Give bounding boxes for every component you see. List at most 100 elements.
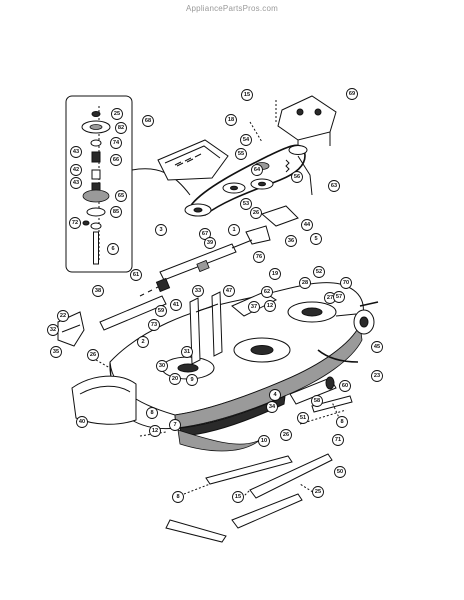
callout: 53	[240, 198, 252, 210]
callout: 28	[299, 277, 311, 289]
idler-spring	[297, 155, 313, 196]
wheel-bolt	[359, 301, 379, 307]
hitch-bracket-edge	[61, 324, 81, 333]
svg-text:20: 20	[172, 376, 178, 382]
svg-text:47: 47	[226, 288, 232, 294]
svg-text:32: 32	[50, 327, 56, 333]
callout: 25	[312, 486, 324, 498]
callout: 62	[261, 286, 273, 298]
svg-text:10: 10	[261, 438, 267, 444]
callout: 76	[253, 251, 265, 263]
svg-text:72: 72	[72, 220, 78, 226]
svg-text:12: 12	[267, 303, 273, 309]
watermark: AppliancePartsPros.com	[186, 4, 278, 13]
svg-text:73: 73	[151, 322, 157, 328]
mower-blades	[165, 453, 333, 543]
svg-text:2: 2	[141, 339, 144, 345]
callout: 45	[371, 341, 383, 353]
rear-roller	[289, 377, 337, 405]
svg-text:42: 42	[73, 167, 79, 173]
svg-text:36: 36	[288, 238, 294, 244]
callout: 34	[266, 401, 278, 413]
svg-text:38: 38	[95, 288, 101, 294]
callout: 20	[169, 373, 181, 385]
rear-roller-end	[325, 376, 335, 390]
idler-pulley	[288, 145, 308, 155]
inset-frame	[65, 95, 133, 273]
callout: 51	[297, 412, 309, 424]
inset-lower-washer	[90, 222, 102, 230]
callout: 71	[332, 434, 344, 446]
svg-text:51: 51	[300, 415, 306, 421]
blade-center	[205, 455, 293, 485]
callout: 9	[186, 374, 198, 386]
callout: 54	[240, 134, 252, 146]
callout: 19	[269, 268, 281, 280]
callout: 66	[110, 154, 122, 166]
svg-text:58: 58	[314, 398, 320, 404]
svg-text:45: 45	[374, 344, 380, 350]
leader-line-7	[299, 483, 317, 495]
callout: 2	[137, 336, 149, 348]
svg-text:76: 76	[256, 254, 262, 260]
inset-washer	[90, 139, 102, 147]
svg-text:59: 59	[158, 308, 164, 314]
callout: 56	[291, 171, 303, 183]
callout: 61	[130, 269, 142, 281]
drive-shaft	[99, 239, 253, 331]
callout: 50	[334, 466, 346, 478]
callout: 23	[371, 370, 383, 382]
svg-text:54: 54	[243, 137, 250, 143]
svg-text:70: 70	[343, 280, 349, 286]
svg-text:56: 56	[294, 174, 300, 180]
right-spindle-pulley-hub	[258, 181, 266, 187]
svg-text:18: 18	[228, 117, 234, 123]
callout: 7	[169, 419, 181, 431]
svg-text:26: 26	[253, 210, 259, 216]
svg-text:25: 25	[114, 111, 120, 117]
svg-text:25: 25	[315, 489, 321, 495]
callout: 22	[57, 310, 69, 322]
svg-text:62: 62	[264, 289, 270, 295]
svg-text:19: 19	[272, 271, 278, 277]
blade-right	[249, 453, 333, 499]
callout: 26	[280, 429, 292, 441]
callout: 5	[310, 233, 322, 245]
callout: 69	[346, 88, 358, 100]
inset-pulley-hub	[89, 124, 103, 130]
leader-line-8	[331, 401, 341, 421]
svg-text:50: 50	[337, 469, 343, 475]
svg-text:12: 12	[152, 428, 158, 434]
svg-text:63: 63	[331, 183, 337, 189]
svg-text:82: 82	[118, 125, 124, 131]
callout: 4	[269, 389, 281, 401]
idler-bracket	[277, 95, 337, 152]
svg-text:4: 4	[273, 392, 277, 398]
spindle-detail-inset	[65, 95, 133, 273]
callout: 35	[50, 346, 62, 358]
callout: 40	[76, 416, 88, 428]
inset-hub	[86, 207, 106, 217]
svg-text:9: 9	[190, 377, 193, 383]
svg-text:57: 57	[336, 294, 342, 300]
callout: 10	[258, 435, 270, 447]
svg-text:85: 85	[113, 209, 119, 215]
callout: 52	[313, 266, 325, 278]
callout: 74	[110, 137, 122, 149]
callout: 39	[204, 237, 216, 249]
callout: 27	[324, 292, 336, 304]
svg-text:69: 69	[349, 91, 355, 97]
callout: 64	[251, 164, 263, 176]
callout: 68	[142, 115, 154, 127]
callout: 82	[115, 122, 127, 134]
svg-text:43: 43	[73, 149, 79, 155]
callout: 57	[333, 291, 345, 303]
callout: 32	[47, 324, 59, 336]
spring-coil	[285, 159, 290, 173]
svg-text:8: 8	[150, 410, 153, 416]
leader-line-5	[183, 483, 211, 495]
svg-text:53: 53	[243, 201, 249, 207]
callout: 26	[87, 349, 99, 361]
callout: 70	[340, 277, 352, 289]
inset-spacer	[91, 169, 101, 180]
